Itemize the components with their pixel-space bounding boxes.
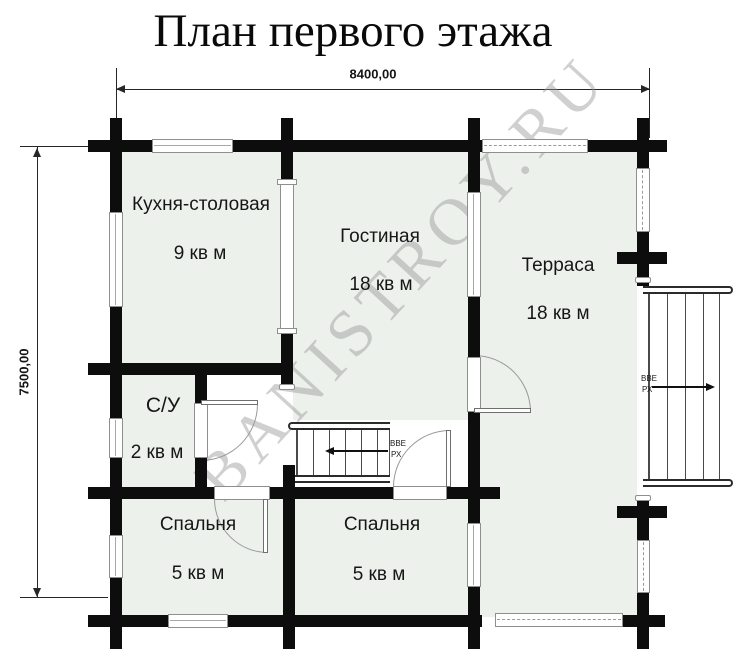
room-label-living: Гостиная <box>340 226 420 247</box>
arrow-right-icon <box>706 383 715 391</box>
stair-up-label: ВВЕ <box>390 439 407 448</box>
log-cross <box>283 593 295 649</box>
left-dimension-line <box>37 147 38 597</box>
terrace-top-railing <box>482 139 588 153</box>
window <box>467 523 481 587</box>
log-cross <box>468 118 480 174</box>
log-cross <box>88 363 116 375</box>
arrow-down-icon <box>33 588 41 597</box>
room-label-bedroom2: Спальня <box>343 514 421 535</box>
living-floor <box>293 152 468 420</box>
window <box>152 139 233 153</box>
room-area-terrace: 18 кв м <box>526 303 590 324</box>
log-cross <box>615 615 665 627</box>
log-cross <box>110 593 122 649</box>
room-label-terrace: Терраса <box>521 255 595 276</box>
extension-line <box>649 68 650 138</box>
room-area-kitchen: 9 кв м <box>173 243 227 264</box>
stair-handrail <box>288 422 390 430</box>
extension-line <box>20 597 108 598</box>
stair-up-label: ВВЕ <box>641 374 658 383</box>
room-area-bathroom: 2 кв м <box>130 442 184 463</box>
stair-up-arrow <box>652 386 706 388</box>
arrow-up-icon <box>33 148 41 157</box>
room-label-bathroom: С/У <box>145 394 181 417</box>
wall-bedroom-divider <box>283 487 295 627</box>
log-cross <box>88 615 116 627</box>
arrow-left-icon <box>325 447 334 455</box>
log-cross <box>88 487 116 499</box>
stair-handrail <box>288 475 390 483</box>
door-leaf <box>201 400 258 405</box>
wall-middle <box>110 487 480 499</box>
extension-line <box>116 68 117 138</box>
log-cross <box>615 140 667 152</box>
room-label-kitchen: Кухня-столовая <box>132 194 270 215</box>
window <box>109 212 123 307</box>
stair-up-label: РХ <box>642 385 653 394</box>
terrace-right-railing <box>637 540 650 593</box>
terrace-door-opening <box>467 357 481 412</box>
bedroom2-door-opening <box>393 486 447 500</box>
log-end-cap <box>635 277 651 283</box>
opening-post <box>277 328 297 334</box>
stair-handrail <box>643 286 733 294</box>
wall-kitchen-bottom <box>110 363 293 375</box>
room-label-bedroom1: Спальня <box>159 514 237 535</box>
window <box>109 535 123 578</box>
arrow-left-icon <box>116 85 125 93</box>
bedroom2-floor <box>295 499 468 615</box>
page-title: План первого этажа <box>153 5 553 57</box>
log-cross <box>617 252 667 264</box>
bedroom1-door-opening <box>214 486 270 500</box>
terrace-right-railing <box>636 168 650 232</box>
terrace-bottom-railing <box>495 613 623 627</box>
kitchen-floor <box>122 152 281 363</box>
log-cross <box>281 118 293 174</box>
room-area-living: 18 кв м <box>349 274 413 295</box>
stair-up-arrow <box>334 450 388 452</box>
door-leaf <box>263 499 268 553</box>
log-cross <box>88 140 144 152</box>
door-leaf <box>474 408 531 413</box>
bathroom-floor <box>122 375 195 487</box>
stair-handrail <box>643 479 733 487</box>
kitchen-living-opening <box>280 183 294 330</box>
window <box>467 192 481 297</box>
log-end-cap <box>279 384 295 390</box>
opening-post <box>277 179 297 185</box>
bathroom-door-opening <box>194 403 208 458</box>
width-dimension-label: 8400,00 <box>349 66 397 82</box>
window <box>109 418 123 458</box>
room-area-bedroom1: 5 кв м <box>171 563 225 584</box>
stair-treads <box>296 430 390 475</box>
stair-up-label: РХ <box>391 450 402 459</box>
log-cross <box>617 506 667 518</box>
log-end-cap <box>635 495 651 501</box>
wall-bottom <box>110 615 482 627</box>
door-leaf <box>446 430 451 487</box>
log-cross <box>468 593 480 649</box>
top-dimension-line <box>116 89 650 90</box>
window <box>168 614 228 628</box>
log-cross <box>283 465 295 489</box>
height-dimension-label: 7500,00 <box>16 348 32 396</box>
extension-line <box>20 146 108 147</box>
room-area-bedroom2: 5 кв м <box>352 564 406 585</box>
log-cross <box>450 487 500 499</box>
arrow-right-icon <box>641 85 650 93</box>
